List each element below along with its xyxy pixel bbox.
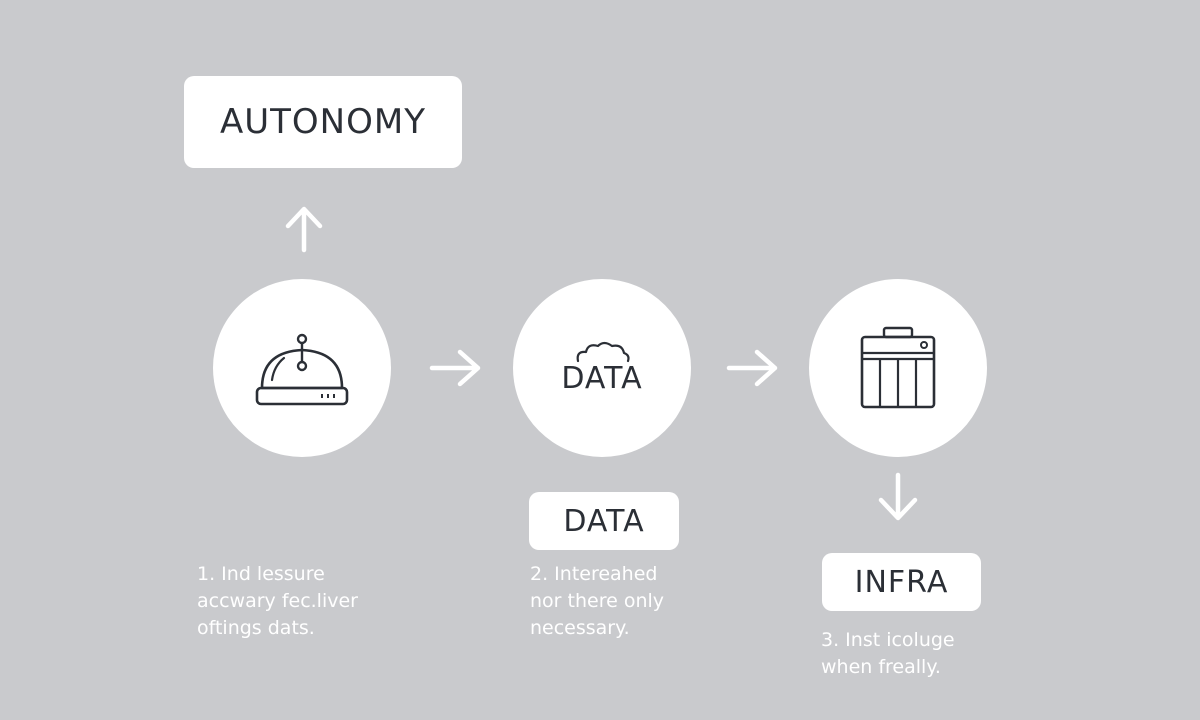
arrow-down-icon bbox=[878, 472, 918, 521]
caption-1-line-1: 1. Ind lessure bbox=[197, 563, 325, 585]
arrow-right-icon-2 bbox=[726, 349, 778, 387]
infra-label: INFRA bbox=[822, 553, 981, 611]
caption-3-line-1: 3. Inst icoluge bbox=[821, 629, 955, 651]
data-label-text: DATA bbox=[563, 503, 645, 539]
cloud-icon bbox=[576, 341, 630, 362]
autonomy-label: AUTONOMY bbox=[184, 76, 462, 168]
server-rack-icon bbox=[860, 326, 936, 409]
data-label: DATA bbox=[529, 492, 679, 550]
caption-1: 1. Ind lessure accwary fec.liver oftings… bbox=[197, 561, 358, 642]
arrow-up-icon bbox=[285, 206, 323, 253]
caption-2: 2. Intereahed nor there only necessary. bbox=[530, 561, 664, 642]
caption-2-line-1: 2. Intereahed bbox=[530, 563, 658, 585]
caption-3: 3. Inst icoluge when freally. bbox=[821, 627, 955, 681]
caption-3-line-2: when freally. bbox=[821, 656, 941, 678]
node-data-text: DATA bbox=[561, 360, 643, 396]
caption-2-line-2: nor there only bbox=[530, 590, 665, 612]
node-bell bbox=[213, 279, 391, 457]
node-data-content: DATA bbox=[561, 341, 642, 396]
node-data: DATA bbox=[513, 279, 691, 457]
node-infra bbox=[809, 279, 987, 457]
caption-1-line-3: oftings dats. bbox=[197, 617, 315, 639]
caption-1-line-2: accwary fec.liver bbox=[197, 590, 358, 612]
bell-icon bbox=[255, 333, 349, 406]
caption-2-line-3: necessary. bbox=[530, 617, 630, 639]
autonomy-label-text: AUTONOMY bbox=[220, 102, 426, 142]
infra-label-text: INFRA bbox=[854, 564, 949, 600]
arrow-right-icon-1 bbox=[429, 349, 481, 387]
